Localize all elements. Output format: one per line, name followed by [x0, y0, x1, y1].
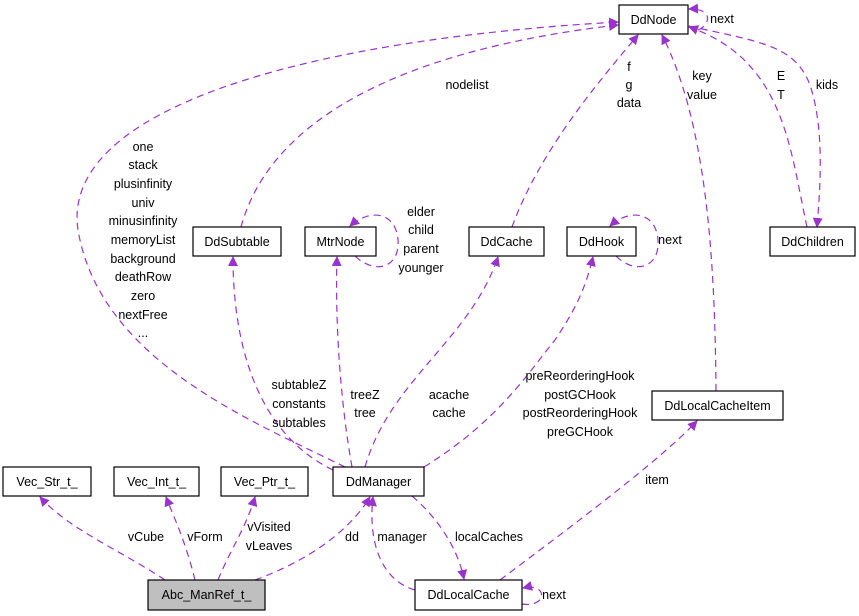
edge-manager-to-subtable	[228, 256, 334, 471]
edge-label: item	[645, 473, 669, 487]
edge-localcache-self	[521, 581, 543, 605]
edge-label: nodelist	[445, 78, 489, 92]
node-label: Vec_Int_t_	[127, 475, 187, 489]
edge-label: memoryList	[111, 233, 176, 247]
node-label: Vec_Ptr_t_	[234, 475, 296, 489]
edge-label: background	[110, 252, 175, 266]
node-label: DdNode	[631, 13, 677, 27]
node-mtrnode[interactable]: MtrNode	[304, 226, 377, 257]
node-ddhook[interactable]: DdHook	[566, 226, 637, 257]
node-label: DdLocalCacheItem	[664, 399, 770, 413]
node-ddlocalcache[interactable]: DdLocalCache	[414, 579, 523, 611]
edge-label: postReorderingHook	[523, 406, 638, 420]
edge-label: next	[710, 12, 734, 26]
node-label: DdSubtable	[204, 235, 269, 249]
edge-label: next	[658, 233, 682, 247]
node-label: Vec_Str_t_	[16, 475, 78, 489]
edge-label: dd	[345, 530, 359, 544]
edge-label: manager	[377, 530, 426, 544]
edge-label: acache	[429, 388, 469, 402]
edge-manager-to-localcache	[411, 495, 468, 580]
edge-manager-to-ddnode	[76, 17, 619, 468]
edge-label: localCaches	[455, 530, 523, 544]
edge-label: subtableZ	[272, 378, 327, 392]
edge-label: nextFree	[118, 308, 167, 322]
edge-label: preGCHook	[547, 425, 614, 439]
node-ddnode[interactable]: DdNode	[618, 4, 689, 35]
edge-label: stack	[128, 158, 158, 172]
edge-label: minusinfinity	[109, 214, 179, 228]
node-label: DdLocalCache	[428, 588, 510, 602]
edge-label: g	[626, 78, 633, 92]
node-ddchildren[interactable]: DdChildren	[769, 226, 856, 257]
edge-label: tree	[354, 406, 376, 420]
edge-label: constants	[272, 397, 326, 411]
edge-label: vForm	[187, 530, 222, 544]
edge-label: one	[133, 140, 154, 154]
edge-label: treeZ	[350, 388, 380, 402]
edge-localcache-to-manager	[366, 496, 416, 591]
edge-label: f	[627, 60, 631, 74]
edge-cache-to-ddnode	[511, 34, 639, 228]
node-vec-ptr[interactable]: Vec_Ptr_t_	[220, 466, 309, 497]
edge-label: younger	[398, 261, 443, 275]
node-ddcache[interactable]: DdCache	[468, 226, 545, 257]
edge-label: T	[777, 88, 785, 102]
edge-label: zero	[131, 289, 155, 303]
node-vec-str[interactable]: Vec_Str_t_	[2, 466, 92, 497]
edge-label: vVisited	[247, 520, 291, 534]
edge-label: parent	[403, 242, 439, 256]
edge-manager-to-cache	[364, 256, 500, 468]
edge-abc-to-vecstr	[39, 496, 166, 581]
edge-subtable-to-ddnode	[240, 21, 619, 228]
node-label: DdCache	[480, 235, 532, 249]
edge-label: E	[777, 69, 785, 83]
label-manager-node: one stack plusinfinity univ minusinfinit…	[109, 140, 179, 340]
edges	[39, 3, 823, 605]
edge-label: deathRow	[115, 270, 172, 284]
edge-label: vCube	[128, 530, 164, 544]
edge-label: key	[692, 69, 712, 83]
edge-labels: one stack plusinfinity univ minusinfinit…	[109, 12, 839, 602]
edge-label: postGCHook	[544, 388, 616, 402]
edge-label: data	[617, 96, 641, 110]
edge-ddhook-self	[609, 214, 659, 268]
node-label: MtrNode	[317, 235, 365, 249]
edge-label: next	[542, 588, 566, 602]
node-label: Abc_ManRef_t_	[162, 588, 253, 602]
edge-label: ...	[138, 326, 148, 340]
node-label: DdHook	[579, 235, 625, 249]
edge-label: plusinfinity	[114, 177, 173, 191]
node-label: DdManager	[346, 475, 411, 489]
edge-label: value	[687, 88, 717, 102]
edge-ddnode-to-children	[688, 25, 823, 228]
edge-mtrnode-self	[349, 214, 399, 268]
edge-ddnode-self	[688, 3, 708, 31]
edge-manager-to-mtrnode	[331, 256, 353, 468]
edge-label: preReorderingHook	[525, 369, 635, 383]
edge-localcache-to-cacheitem	[499, 420, 698, 581]
node-label: DdChildren	[781, 235, 844, 249]
edge-label: cache	[432, 406, 465, 420]
edge-children-to-ddnode	[688, 25, 808, 228]
node-ddlocalcacheitem[interactable]: DdLocalCacheItem	[651, 390, 784, 421]
node-ddsubtable[interactable]: DdSubtable	[192, 226, 282, 257]
edge-label: kids	[816, 78, 838, 92]
edge-label: elder	[407, 205, 435, 219]
edge-label: univ	[132, 196, 156, 210]
edge-label: subtables	[272, 416, 326, 430]
node-ddmanager[interactable]: DdManager	[332, 466, 425, 497]
edge-manager-to-hook	[423, 256, 596, 468]
edge-label: child	[408, 223, 434, 237]
node-vec-int[interactable]: Vec_Int_t_	[113, 466, 200, 497]
node-abc-manref[interactable]: Abc_ManRef_t_	[147, 579, 266, 611]
edge-abc-to-vecint	[164, 496, 196, 581]
edge-label: vLeaves	[246, 539, 293, 553]
